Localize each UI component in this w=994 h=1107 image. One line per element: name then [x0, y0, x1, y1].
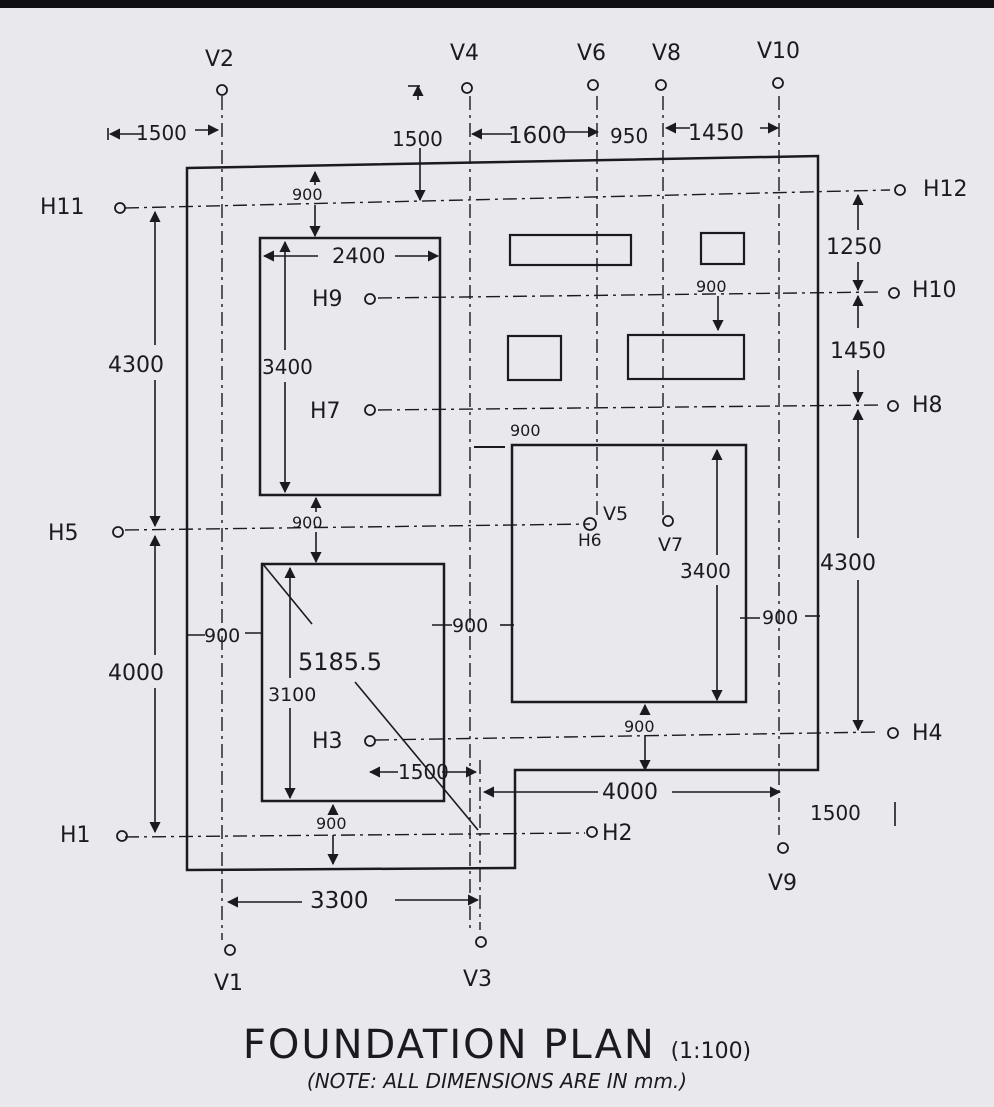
dim-left-4000: 4000 — [108, 661, 164, 686]
grid-label-v1: V1 — [214, 971, 243, 996]
grid-label-h6: H6 — [578, 531, 602, 551]
dimension-note: (NOTE: ALL DIMENSIONS ARE IN mm.) — [306, 1069, 688, 1093]
grid-label-h7: H7 — [310, 399, 341, 424]
grid-label-h12: H12 — [923, 177, 968, 202]
dim-top-950: 950 — [610, 124, 648, 148]
dim-bottom-4000: 4000 — [602, 780, 658, 805]
dim-room3-900-right: 900 — [762, 607, 798, 629]
drawing-scale: (1:100) — [670, 1039, 752, 1064]
opening-b — [699, 231, 746, 266]
grid-label-h10: H10 — [912, 278, 957, 303]
foundation-outline — [185, 154, 820, 872]
dim-top-1500-left: 1500 — [136, 121, 187, 145]
dim-room1-900-top: 900 — [292, 185, 323, 204]
grid-label-h8: H8 — [912, 393, 943, 418]
dim-right-1250: 1250 — [826, 235, 882, 260]
grid-label-h9: H9 — [312, 287, 343, 312]
grid-label-v7: V7 — [658, 534, 683, 556]
dim-left-4300: 4300 — [108, 353, 164, 378]
opening-c — [506, 334, 563, 382]
room-2-rect — [260, 562, 446, 803]
grid-label-h2: H2 — [602, 821, 633, 846]
grid-label-v8: V8 — [652, 41, 681, 66]
dim-top-1600: 1600 — [508, 123, 567, 149]
opening-d — [626, 333, 746, 381]
dim-room2-900-left: 900 — [204, 625, 240, 647]
dim-room3-900-topleft: 900 — [510, 421, 541, 440]
dim-room3-900-bottom: 900 — [624, 717, 655, 736]
dim-room2-900-top: 900 — [292, 513, 323, 532]
drawing-title-text: FOUNDATION PLAN — [242, 1022, 656, 1068]
grid-label-h3: H3 — [312, 729, 343, 754]
drawing-title: FOUNDATION PLAN (1:100) — [0, 1022, 994, 1068]
dim-room2-3100: 3100 — [268, 684, 316, 706]
horizontal-grid-lines — [124, 189, 891, 838]
dim-bottom-3300: 3300 — [310, 888, 369, 914]
grid-label-h1: H1 — [60, 823, 91, 848]
dim-diag-5185: 5185.5 — [298, 648, 382, 676]
top-border-rule — [0, 0, 994, 8]
dim-room3-3400: 3400 — [680, 559, 731, 583]
dimension-lines — [107, 84, 896, 908]
grid-label-v10: V10 — [757, 39, 800, 64]
dim-mid-900-right: 900 — [452, 615, 488, 637]
opening-a — [508, 233, 633, 267]
grid-label-v3: V3 — [463, 967, 492, 992]
room-1-rect — [258, 236, 442, 497]
grid-label-v5: V5 — [603, 503, 628, 525]
dim-room1-3400: 3400 — [262, 355, 313, 379]
dim-upper-900: 900 — [696, 277, 727, 296]
grid-bubbles — [112, 77, 906, 956]
dim-bottom-1500-mid: 1500 — [398, 760, 449, 784]
room-3-rect — [510, 443, 748, 704]
dim-room2-900-bottom: 900 — [316, 814, 347, 833]
grid-label-v4: V4 — [450, 41, 479, 66]
grid-label-v6: V6 — [577, 41, 606, 66]
vertical-grid-lines — [221, 96, 780, 940]
grid-label-h5: H5 — [48, 521, 79, 546]
dim-top-1500-mid: 1500 — [392, 127, 443, 151]
dim-right-4300: 4300 — [820, 551, 876, 576]
grid-label-h11: H11 — [40, 195, 85, 220]
dim-bottom-1500-right: 1500 — [810, 801, 861, 825]
dim-room1-2400: 2400 — [332, 244, 385, 268]
grid-label-v9: V9 — [768, 871, 797, 896]
dim-right-1450: 1450 — [830, 339, 886, 364]
grid-label-h4: H4 — [912, 721, 943, 746]
dim-top-1450: 1450 — [688, 121, 744, 146]
grid-label-v2: V2 — [205, 47, 234, 72]
